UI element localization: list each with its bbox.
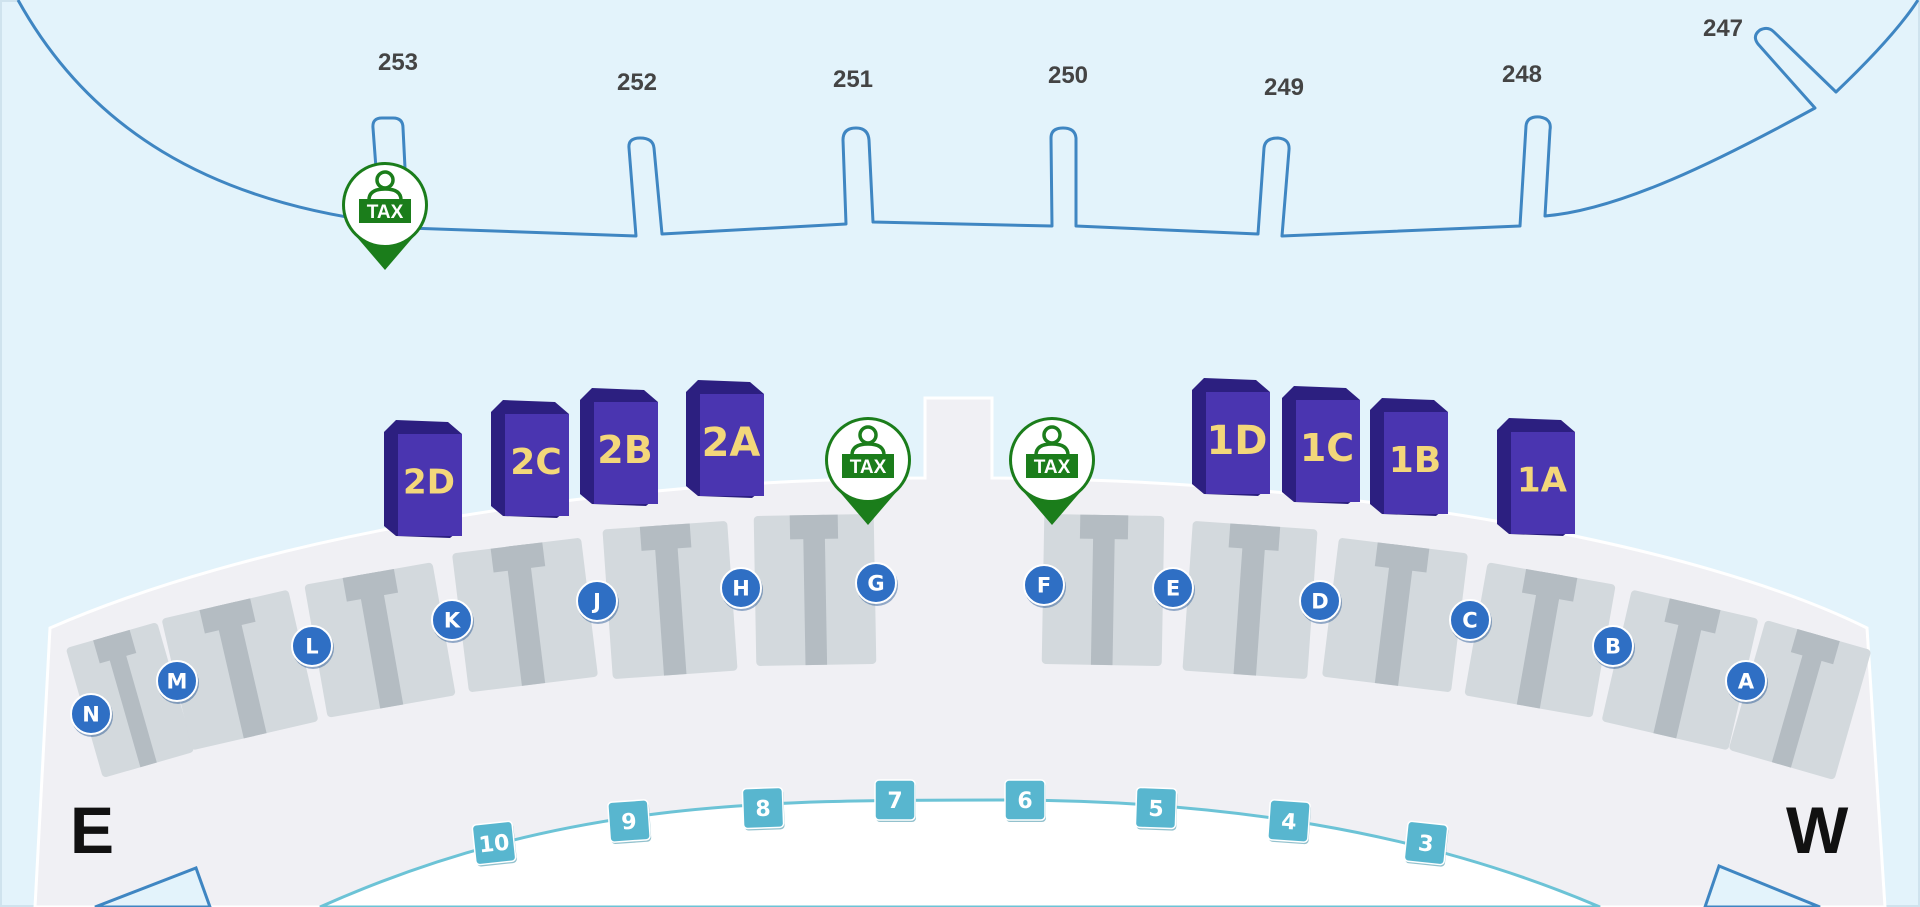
counter-box-1b[interactable]: 1B bbox=[1370, 398, 1448, 516]
counter-label: 2C bbox=[510, 442, 561, 483]
gate-marker-label: B bbox=[1605, 635, 1621, 659]
tax-label: TAX bbox=[367, 202, 404, 223]
stand-marker-9[interactable]: 9 bbox=[607, 799, 652, 845]
counter-label: 1D bbox=[1206, 418, 1267, 464]
counter-box-2d[interactable]: 2D bbox=[384, 420, 462, 538]
gate-label-249: 249 bbox=[1264, 74, 1304, 101]
checkin-island bbox=[452, 538, 598, 692]
tax-markers: TAX TAX TAX bbox=[342, 162, 1095, 525]
gate-marker-n[interactable]: N bbox=[70, 693, 113, 737]
counter-label: 1A bbox=[1517, 460, 1568, 500]
checkin-island bbox=[304, 562, 456, 718]
gate-marker-label: A bbox=[1738, 670, 1755, 694]
gate-label-247: 247 bbox=[1703, 15, 1743, 42]
gate-marker-f[interactable]: F bbox=[1023, 564, 1066, 608]
gate-marker-j[interactable]: J bbox=[576, 580, 619, 624]
stand-marker-label: 7 bbox=[887, 789, 902, 814]
counter-box-2a[interactable]: 2A bbox=[686, 380, 764, 498]
counter-label: 1C bbox=[1300, 426, 1354, 470]
checkin-island bbox=[66, 622, 194, 778]
tax-label: TAX bbox=[850, 457, 887, 478]
gate-marker-c[interactable]: C bbox=[1449, 599, 1492, 643]
stand-marker-4[interactable]: 4 bbox=[1267, 799, 1312, 845]
checkin-island bbox=[162, 590, 318, 750]
gate-marker-label: D bbox=[1311, 590, 1328, 614]
checkin-island bbox=[1464, 562, 1616, 718]
gate-marker-k[interactable]: K bbox=[431, 599, 474, 643]
gate-marker-d[interactable]: D bbox=[1299, 580, 1342, 624]
compass-east: E bbox=[70, 793, 114, 867]
gate-marker-label: N bbox=[82, 703, 100, 727]
gate-label-250: 250 bbox=[1048, 62, 1088, 89]
stand-marker-6[interactable]: 6 bbox=[1004, 779, 1046, 822]
main-hall bbox=[33, 396, 1887, 907]
tax-refund-icon bbox=[359, 170, 411, 223]
gate-marker-label: G bbox=[867, 572, 884, 596]
gate-marker-label: E bbox=[1166, 577, 1180, 601]
counter-box-2b[interactable]: 2B bbox=[580, 388, 658, 506]
stand-marker-label: 5 bbox=[1148, 797, 1164, 823]
counter-box-2c[interactable]: 2C bbox=[491, 400, 569, 518]
checkin-island bbox=[1041, 514, 1165, 666]
checkin-island bbox=[1182, 521, 1318, 679]
gate-marker-g[interactable]: G bbox=[855, 562, 898, 606]
counter-box-1d[interactable]: 1D bbox=[1192, 378, 1270, 496]
stand-marker-5[interactable]: 5 bbox=[1134, 786, 1178, 831]
gate-marker-label: F bbox=[1037, 574, 1051, 598]
counter-box-1a[interactable]: 1A bbox=[1497, 418, 1575, 536]
circle-markers: N M L K J H G F E D C B A bbox=[70, 562, 1768, 737]
gate-marker-e[interactable]: E bbox=[1152, 567, 1195, 611]
counter-label: 2B bbox=[597, 428, 652, 472]
gate-marker-label: J bbox=[591, 590, 601, 614]
bottom-left-wall bbox=[94, 866, 212, 907]
stand-marker-label: 4 bbox=[1280, 809, 1297, 835]
bottom-right-wall bbox=[1703, 864, 1821, 907]
upper-concourse-outline bbox=[16, 0, 1920, 238]
tax-label: TAX bbox=[1034, 457, 1071, 478]
stand-marker-label: 9 bbox=[621, 809, 638, 835]
tax-refund-marker[interactable]: TAX bbox=[1009, 417, 1095, 525]
stand-marker-7[interactable]: 7 bbox=[874, 779, 916, 822]
gate-marker-b[interactable]: B bbox=[1592, 625, 1635, 669]
checkin-island bbox=[1729, 620, 1871, 780]
compass-west: W bbox=[1786, 793, 1849, 867]
gate-marker-label: C bbox=[1462, 609, 1477, 633]
gate-marker-label: L bbox=[305, 635, 318, 659]
checkin-islands bbox=[66, 514, 1871, 780]
counter-boxes: 2D 2C 2B 2A 1D 1C 1B 1A bbox=[384, 378, 1575, 538]
counter-box-1c[interactable]: 1C bbox=[1282, 386, 1360, 504]
counter-label: 2D bbox=[403, 462, 455, 502]
stand-marker-label: 6 bbox=[1017, 789, 1032, 814]
checkin-island bbox=[753, 514, 877, 666]
tax-refund-icon bbox=[1026, 425, 1078, 478]
square-markers: 10 9 8 7 6 5 4 3 bbox=[471, 779, 1449, 867]
checkin-island bbox=[602, 521, 738, 679]
gate-marker-l[interactable]: L bbox=[291, 625, 334, 669]
tax-refund-marker[interactable]: TAX bbox=[342, 162, 428, 270]
gate-marker-h[interactable]: H bbox=[720, 567, 763, 611]
gate-marker-label: M bbox=[167, 670, 188, 694]
stand-marker-3[interactable]: 3 bbox=[1403, 820, 1449, 867]
gate-label-251: 251 bbox=[833, 66, 873, 93]
tax-refund-marker[interactable]: TAX bbox=[825, 417, 911, 525]
stand-marker-label: 8 bbox=[755, 797, 771, 823]
counter-label: 2A bbox=[702, 420, 761, 466]
stand-marker-label: 3 bbox=[1417, 831, 1435, 857]
stand-marker-10[interactable]: 10 bbox=[471, 820, 517, 867]
gate-label-253: 253 bbox=[378, 49, 418, 76]
gate-marker-m[interactable]: M bbox=[156, 660, 199, 704]
tax-refund-icon bbox=[842, 425, 894, 478]
counter-label: 1B bbox=[1389, 440, 1442, 481]
checkin-island bbox=[1322, 538, 1468, 692]
checkin-island bbox=[1602, 590, 1758, 750]
gate-label-248: 248 bbox=[1502, 61, 1542, 88]
gate-marker-a[interactable]: A bbox=[1725, 660, 1768, 704]
gate-label-252: 252 bbox=[617, 69, 657, 96]
stand-marker-label: 10 bbox=[478, 830, 511, 858]
stand-marker-8[interactable]: 8 bbox=[741, 786, 785, 831]
gate-marker-label: K bbox=[444, 609, 461, 633]
gate-marker-label: H bbox=[732, 577, 750, 601]
